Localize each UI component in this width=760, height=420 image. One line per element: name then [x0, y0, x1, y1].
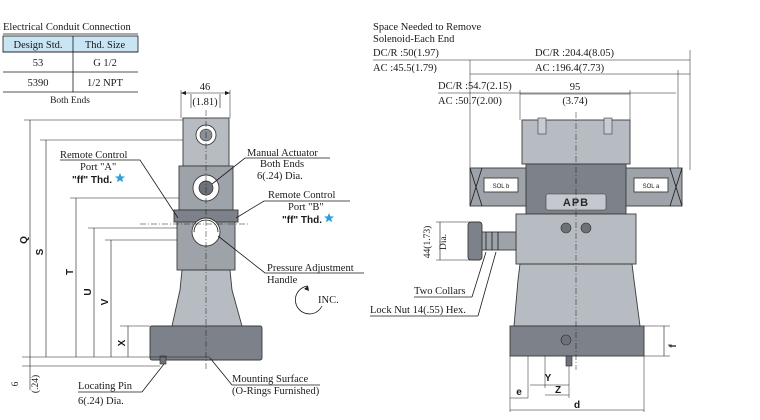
conduit-table-title: Electrical Conduit Connection [3, 22, 131, 33]
space-note-line1: Space Needed to Remove [373, 22, 482, 33]
remote-b-line1: Remote Control [268, 190, 335, 201]
manual-actuator-line1: Manual Actuator [247, 148, 318, 159]
mounting-line2: (O-Rings Furnished) [232, 386, 320, 397]
dim-label-t: T [65, 269, 76, 275]
ac-mid: AC :50.7(2.00) [438, 96, 502, 107]
table-footer: Both Ends [50, 96, 90, 106]
main-body [171, 269, 243, 327]
adjust-knob [467, 221, 483, 261]
main-body-front [513, 263, 641, 327]
lock-nut-label: Lock Nut 14(.55) Hex. [370, 305, 466, 316]
dim-6: 6 [11, 381, 21, 386]
mounting-line1: Mounting Surface [232, 374, 308, 385]
dim-label-s: S [35, 248, 46, 255]
remote-a-line2: Port "A" [80, 162, 116, 173]
locating-pin-line1: Locating Pin [78, 381, 133, 392]
dc-r-mid: DC/R :54.7(2.15) [438, 81, 512, 92]
dim-44-sub: Dia. [439, 234, 449, 250]
locating-pin [159, 355, 167, 365]
dim-6-sub: (.24) [30, 375, 41, 393]
inc-label: INC. [318, 295, 339, 306]
star-icon [115, 173, 125, 183]
dim-label-x: X [117, 339, 128, 346]
vertical-dims: Q S T U V X 6 (.24) [11, 119, 210, 393]
header-thd-size: Thd. Size [85, 40, 126, 51]
brand-logo: APB [563, 197, 589, 209]
ac-left: AC :45.5(1.79) [373, 63, 437, 74]
two-collars-label: Two Collars [414, 286, 465, 297]
table-cell: 53 [33, 58, 44, 69]
dim-95-sub: (3.74) [562, 96, 588, 107]
manual-actuator-line2: Both Ends [260, 159, 304, 170]
dim-46: 46 [200, 82, 211, 93]
dim-label-z: Z [555, 385, 561, 396]
ac-right: AC :196.4(7.73) [535, 63, 605, 74]
table-cell: 1/2 NPT [87, 78, 123, 89]
dc-r-right: DC/R :204.4(8.05) [535, 48, 615, 59]
dim-44: 44(1.73) [422, 226, 433, 258]
dim-label-f: f [668, 344, 679, 348]
star-icon [324, 213, 334, 223]
inc-arrow-icon [295, 285, 323, 315]
left-view: 46 (1.81) [11, 82, 364, 407]
base-front [509, 325, 645, 357]
remote-a-line3: "ff" Thd. [72, 175, 112, 186]
locating-pin-line2: 6(.24) Dia. [78, 396, 124, 407]
dc-r-left: DC/R :50(1.97) [373, 48, 439, 59]
table-cell: G 1/2 [93, 58, 117, 69]
dim-label-v: V [100, 298, 111, 305]
manual-actuator-line3: 6(.24) Dia. [257, 171, 303, 182]
dim-label-d: d [574, 400, 580, 411]
dim-label-u: U [83, 288, 94, 295]
dim-46-sub: (1.81) [192, 97, 218, 108]
pressure-adjust-line1: Pressure Adjustment [267, 263, 354, 274]
table-cell: 5390 [28, 78, 49, 89]
right-view: Space Needed to Remove Solenoid-Each End… [370, 22, 691, 412]
dim-label-y: Y [545, 373, 552, 384]
remote-b-line3: "ff" Thd. [282, 215, 322, 226]
remote-a-line1: Remote Control [60, 150, 127, 161]
dim-label-e: e [516, 387, 522, 398]
dim-95: 95 [570, 82, 581, 93]
dim-label-q: Q [19, 236, 30, 244]
remote-b-line2: Port "B" [288, 202, 324, 213]
sol-a-label: SOL a [643, 184, 660, 190]
header-design-std: Design Std. [13, 40, 62, 51]
sol-b-label: SOL b [493, 184, 510, 190]
conduit-table: Electrical Conduit Connection Design Std… [2, 22, 139, 106]
space-note-line2: Solenoid-Each End [373, 34, 455, 45]
pressure-adjust-line2: Handle [267, 275, 298, 286]
